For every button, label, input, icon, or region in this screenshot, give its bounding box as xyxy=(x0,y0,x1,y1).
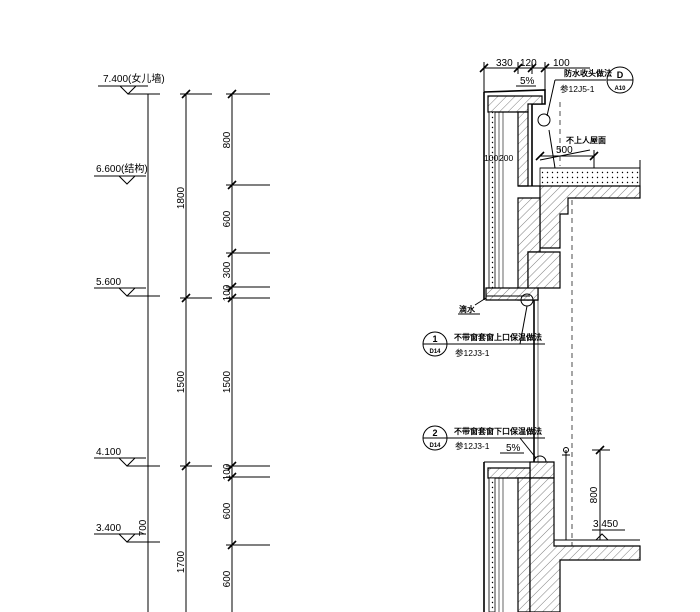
dimension-chain-detail: 800 600 300 100 1500 100 600 600 xyxy=(222,89,270,612)
elevation-marks: 7.400(女儿墙) 6.600(结构) 5.600 4.100 3.400 xyxy=(94,72,165,543)
bubble-top: 2 xyxy=(432,428,437,438)
dimension-text: 600 xyxy=(222,210,233,227)
dimension-text: 800 xyxy=(222,131,233,148)
elevation-label: 7.400(女儿墙) xyxy=(103,72,165,85)
sill-and-lower-floor xyxy=(483,445,641,612)
callout-note: 不带窗套窗下口保温做法 xyxy=(454,426,542,436)
dimension-text: 800 xyxy=(589,486,600,503)
roof-label: 不上人屋面 xyxy=(566,135,606,145)
dimension-text: 1700 xyxy=(176,550,187,573)
bubble-bottom: D14 xyxy=(429,349,441,355)
roof-dimension xyxy=(535,150,599,168)
dimension-text: 300 xyxy=(222,261,233,278)
dimension-text: 100 xyxy=(484,153,498,163)
slope-label: 5% xyxy=(506,443,521,454)
window-glass xyxy=(533,300,539,462)
dimension-text: 600 xyxy=(222,570,233,587)
callout-note: 防水收头做法 xyxy=(564,68,612,78)
callout-2: 2 D14 不带窗套窗下口保温做法 参12J3-1 5% xyxy=(422,425,545,459)
dimension-text: 700 xyxy=(138,519,149,536)
elevation-label: 6.600(结构) xyxy=(96,162,148,175)
callout-note: 不带窗套窗上口保温做法 xyxy=(454,332,542,342)
dimension-text: 100 xyxy=(222,463,233,480)
bubble-bottom: A10 xyxy=(614,86,626,92)
bubble-bottom: D14 xyxy=(429,443,441,449)
dimension-text: 200 xyxy=(499,153,513,163)
dimension-text: 100 xyxy=(222,284,233,301)
elevation-label: 4.100 xyxy=(96,447,121,458)
elevation-label: 3.400 xyxy=(96,523,121,534)
elevation-mark-structure: 6.600(结构) xyxy=(94,162,148,185)
elevation-mark-4100: 4.100 xyxy=(94,447,160,467)
elevation-mark-parapet: 7.400(女儿墙) xyxy=(98,72,165,95)
section-annotations: 5% 100 200 500 不上人屋面 800 3.450 滴水 xyxy=(458,76,618,530)
elevation-label: 3.450 xyxy=(593,519,618,530)
dimension-text: 1800 xyxy=(176,186,187,209)
dimension-chain-total: 1800 1500 1700 700 xyxy=(138,89,212,612)
dimension-text: 120 xyxy=(520,58,537,69)
dimension-text: 500 xyxy=(556,145,573,156)
dimension-text: 1500 xyxy=(222,370,233,393)
elevation-label: 5.600 xyxy=(96,277,121,288)
bubble-top: D xyxy=(617,70,624,80)
dimension-text: 100 xyxy=(553,58,570,69)
top-dimension-chain: 330 120 100 xyxy=(479,58,590,92)
callout-ref: 参12J5-1 xyxy=(560,84,595,94)
drip-label: 滴水 xyxy=(459,304,476,314)
parapet-and-roof xyxy=(474,89,641,469)
callout-ref: 参12J3-1 xyxy=(455,441,490,451)
callout-1: 1 D14 不带窗套窗上口保温做法 参12J3-1 xyxy=(422,305,545,358)
callout-d: 防水收头做法 参12J5-1 D A10 xyxy=(546,66,634,117)
dimension-text: 600 xyxy=(222,502,233,519)
callout-ref: 参12J3-1 xyxy=(455,348,490,358)
dimension-text: 1500 xyxy=(176,370,187,393)
elevation-mark-5600: 5.600 xyxy=(94,277,160,297)
dimension-text: 330 xyxy=(496,58,513,69)
bubble-top: 1 xyxy=(432,334,437,344)
elevation-mark-3400: 3.400 xyxy=(94,523,160,543)
slope-label: 5% xyxy=(520,76,535,87)
